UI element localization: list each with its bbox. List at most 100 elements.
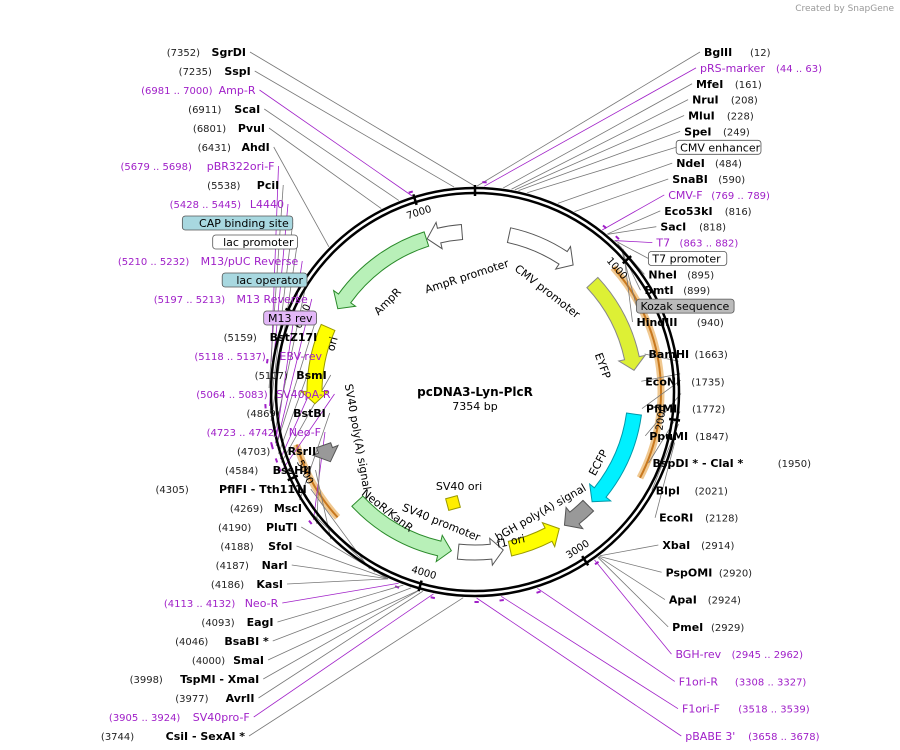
feature-arrow[interactable] [588,412,642,503]
site-label[interactable]: ApaI(2924) [669,594,741,607]
site-label[interactable]: SmaI(4000) [192,654,264,667]
leader-line [557,162,673,204]
primer-range: (5118 .. 5137) [194,352,266,363]
site-label[interactable]: SnaBI(590) [672,173,745,186]
feature-arrow[interactable] [332,231,430,310]
site-label[interactable]: PflFI - Tth111I(4305) [155,483,306,496]
site-label[interactable]: PmeI(2929) [672,621,744,634]
feature-arrow[interactable] [563,499,595,530]
site-label[interactable]: XbaI(2914) [662,539,734,552]
enzyme-position: (5159) [224,333,257,344]
orf-line [612,266,662,479]
feature-arrow[interactable] [299,323,336,405]
site-label[interactable]: M13 Reverse(5197 .. 5213) [154,293,308,306]
feature-box [636,298,735,314]
site-label[interactable]: M13/pUC Reverse(5210 .. 5232) [118,255,299,268]
site-label[interactable]: EcoNI(1735) [645,375,724,388]
feature-arrow[interactable] [456,537,504,567]
site-label[interactable]: SpeI(249) [684,125,750,138]
site-label[interactable]: BspDI * - ClaI *(1950) [653,457,812,470]
site-label[interactable]: CAP binding site [181,215,294,231]
enzyme-position: (1735) [691,377,724,388]
site-label[interactable]: MluI(228) [688,110,754,123]
site-label[interactable]: PspOMI(2920) [666,566,753,579]
site-label[interactable]: SfoI(4188) [220,540,292,553]
site-label[interactable]: PpuMI(1847) [649,430,728,443]
site-label[interactable]: NarI(4187) [216,559,288,572]
site-label[interactable]: BsmI(5107) [255,369,327,382]
leader-line [249,51,475,187]
site-label[interactable]: NheI(895) [648,268,714,281]
site-label[interactable]: BmtI(899) [644,284,710,297]
site-label[interactable]: lac operator [221,272,308,288]
site-label[interactable]: Neo-F(4723 .. 4742) [207,426,321,439]
site-label[interactable]: NruI(208) [692,94,758,107]
site-label[interactable]: MscI(4269) [230,502,302,515]
primer-marker [615,235,620,240]
site-label[interactable]: PvuI(6801) [193,122,265,135]
site-label[interactable]: EcoRI(2128) [659,512,738,525]
leader-line [602,194,665,231]
site-label[interactable]: BlpI(2021) [656,484,728,497]
site-label[interactable]: T7 promoter [647,251,728,266]
site-label[interactable]: Kozak sequence [636,298,735,314]
site-label[interactable]: KasI(4186) [211,578,283,591]
site-label[interactable]: CMV enhancer [675,139,762,155]
feature-arrow[interactable] [507,521,560,557]
site-label[interactable]: Amp-R(6981 .. 7000) [141,84,256,97]
site-label[interactable]: PflMI(1772) [646,403,725,416]
site-label[interactable]: NdeI(484) [676,157,742,170]
site-label[interactable]: pRS-marker(44 .. 63) [700,62,822,75]
site-label[interactable]: BsaBI *(4046) [175,635,269,648]
site-label[interactable]: F1ori-F(3518 .. 3539) [682,703,810,716]
leader-line [283,393,335,469]
site-label[interactable]: RsrII(4703) [237,445,316,458]
site-label[interactable]: SspI(7235) [179,65,251,78]
site-label[interactable]: BGH-rev(2945 .. 2962) [675,648,803,661]
feature-arrow[interactable] [311,442,340,463]
site-label[interactable]: pBABE 3'(3658 .. 3678) [685,730,819,743]
enzyme-position: (484) [715,159,742,170]
feature-arrow[interactable] [506,227,574,270]
site-label[interactable]: AhdI(6431) [198,141,270,154]
site-label[interactable]: T7(863 .. 882) [655,237,738,250]
site-label[interactable]: PluTI(4190) [218,521,297,534]
site-label[interactable]: SV40pA-R(5064 .. 5083) [196,388,331,401]
site-label[interactable]: PciI(5538) [207,179,279,192]
site-label[interactable]: Eco53kI(816) [664,205,751,218]
site-label[interactable]: BamHI(1663) [649,348,728,361]
site-label[interactable]: M13 rev [263,310,317,326]
site-label[interactable]: MfeI(161) [696,78,762,91]
site-label[interactable]: EBV-rev(5118 .. 5137) [194,350,322,363]
feature-arrow[interactable] [426,221,464,250]
enzyme-name: SmaI [233,654,264,667]
site-label[interactable]: lac promoter [212,234,298,250]
enzyme-name: EcoRI [659,512,693,525]
enzyme-position: (4269) [230,504,263,515]
feature-arrow[interactable] [586,276,647,371]
site-label[interactable]: CsiI - SexAI *(3744) [101,730,245,743]
site-label[interactable]: HindIII(940) [637,316,724,329]
site-label[interactable]: ScaI(6911) [188,103,260,116]
site-label[interactable]: SgrDI(7352) [167,46,246,59]
enzyme-position: (4190) [218,523,251,534]
leader-line [574,178,669,213]
site-label[interactable]: L4440(5428 .. 5445) [170,198,284,211]
site-label[interactable]: BstBI(4869) [246,407,325,420]
site-label[interactable]: SacI(818) [660,221,726,234]
primer-name: SV40pA-R [276,388,331,401]
site-label[interactable]: F1ori-R(3308 .. 3327) [679,675,807,688]
site-label[interactable]: CMV-F(769 .. 789) [668,189,770,202]
site-label[interactable]: Neo-R(4113 .. 4132) [164,597,279,610]
site-label[interactable]: pBR322ori-F(5679 .. 5698) [120,160,274,173]
site-label[interactable]: AvrII(3977) [175,692,254,705]
feature-arrow[interactable] [351,495,453,563]
site-label[interactable]: SV40pro-F(3905 .. 3924) [109,711,250,724]
leader-line [259,89,413,197]
site-label[interactable]: BssHII(4584) [225,464,311,477]
site-label[interactable]: BstZ17I(5159) [224,331,318,344]
site-label[interactable]: EagI(4093) [201,616,273,629]
site-label[interactable]: BglII(12) [704,46,771,59]
site-label[interactable]: TspMI - XmaI(3998) [130,673,260,686]
enzyme-position: (3744) [101,732,134,743]
